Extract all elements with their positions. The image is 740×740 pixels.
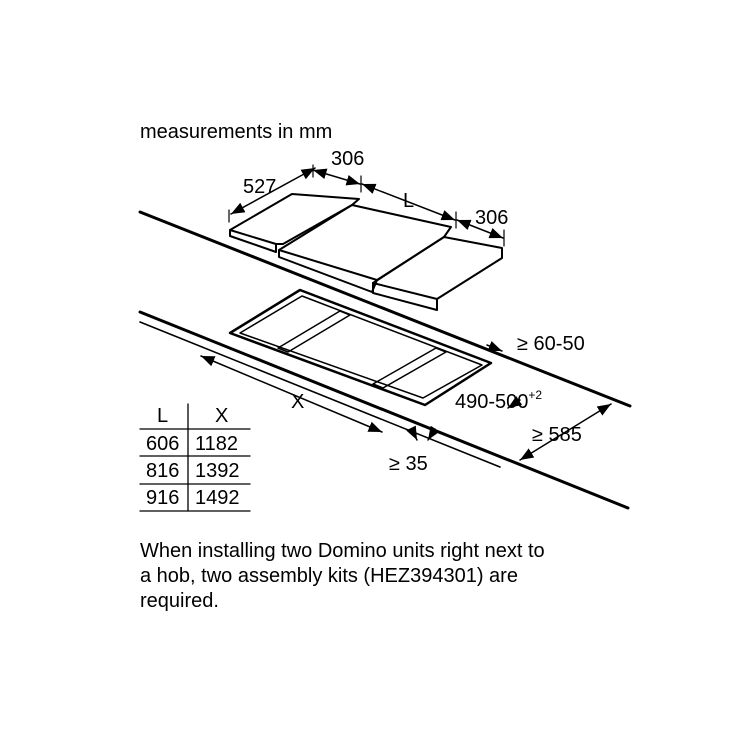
label-worktop-thickness: ≥ 60-50: [517, 333, 585, 355]
cutout-depth-value: 490-500: [455, 391, 528, 413]
table-cell-x-3: 1492: [195, 487, 240, 509]
hob-units: [229, 193, 503, 311]
label-width-left: 306: [331, 148, 364, 170]
label-length: L: [403, 190, 414, 212]
dimension-lines: [200, 164, 612, 461]
table-cell-l-2: 816: [146, 460, 179, 482]
table-cell-l-1: 606: [146, 433, 179, 455]
cutout-depth-tolerance: +2: [528, 388, 542, 402]
label-width-right: 306: [475, 207, 508, 229]
label-cutout-depth: 490-500+2: [455, 388, 542, 413]
label-worktop-depth: ≥ 585: [532, 424, 582, 446]
label-depth: 527: [243, 176, 276, 198]
table-cell-x-2: 1392: [195, 460, 240, 482]
installation-note: When installing two Domino units right n…: [140, 540, 545, 612]
label-cutout-length: X: [291, 391, 304, 413]
table-cell-l-3: 916: [146, 487, 179, 509]
label-front-clearance: ≥ 35: [389, 453, 428, 475]
worktop-cutout: [228, 288, 493, 407]
table-cell-x-1: 1182: [195, 433, 238, 455]
table-header-x: X: [215, 405, 228, 427]
dimension-table: L X 606 1182 816 1392 916 1492: [139, 403, 251, 512]
diagram-title: measurements in mm: [140, 121, 332, 143]
table-header-l: L: [157, 405, 168, 427]
